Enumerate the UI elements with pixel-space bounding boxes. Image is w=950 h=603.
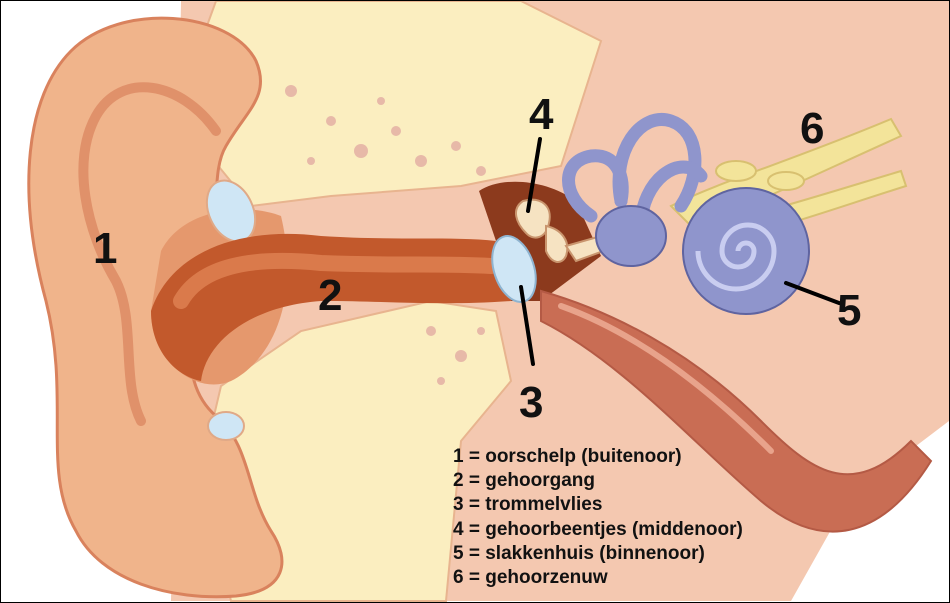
label-trommelvlies: 3 [519, 378, 543, 427]
ear-canal-highlight [173, 252, 499, 309]
label-gehoorgang: 2 [318, 271, 342, 320]
vestibule [595, 205, 667, 267]
pinna-fold [78, 82, 221, 426]
legend-item: 4 = gehoorbeentjes (middenoor) [453, 518, 743, 540]
eustachian-tube-lining [558, 303, 774, 454]
temporal-bone-upper [194, 1, 603, 208]
legend-item: 6 = gehoorzenuw [453, 567, 608, 589]
label-slakkenhuis: 5 [837, 286, 861, 335]
legend-item: 1 = oorschelp (buitenoor) [453, 446, 682, 467]
legend-item: 5 = slakkenhuis (binnenoor) [453, 542, 705, 564]
eustachian-tube [540, 289, 933, 533]
cartilage-lower [207, 411, 245, 441]
leader-lines [519, 137, 841, 366]
label-oorschelp: 1 [93, 224, 117, 273]
legend-item: 3 = trommelvlies [453, 494, 603, 516]
legend-item: 2 = gehoorgang [453, 470, 595, 492]
label-gehoorzenuw: 6 [800, 104, 824, 153]
label-gehoorbeentjes: 4 [529, 90, 554, 139]
legend: 1 = oorschelp (buitenoor) 2 = gehoorgang… [453, 445, 743, 590]
bone-texture [285, 85, 486, 385]
cochlea [682, 187, 810, 315]
